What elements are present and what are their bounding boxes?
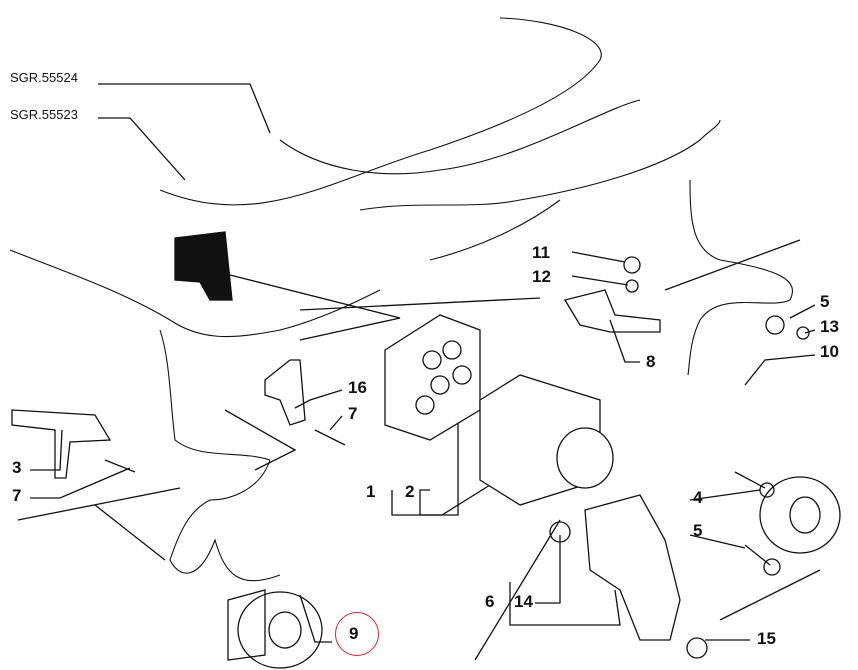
callout-11: 11 <box>532 243 550 262</box>
callout-13: 13 <box>820 317 839 336</box>
callout-9: 9 <box>349 624 359 643</box>
callout-5: 5 <box>820 292 830 311</box>
callout-12: 12 <box>532 267 551 286</box>
callout-16: 16 <box>348 378 367 397</box>
callout-8: 8 <box>646 352 656 371</box>
brackets <box>11 289 681 641</box>
callout-7: 7 <box>348 404 358 423</box>
callout-4: 4 <box>693 488 703 507</box>
highlight-circle <box>335 612 379 656</box>
reference-sgr-55524: SGR.55524 <box>10 70 78 85</box>
callout-14: 14 <box>514 592 533 611</box>
module-cover <box>174 231 233 301</box>
callout-2: 2 <box>405 482 415 501</box>
callout-6: 6 <box>485 592 495 611</box>
callout-7-left: 7 <box>12 486 22 505</box>
brake-discs <box>227 476 841 669</box>
callout-5-lower: 5 <box>693 521 703 540</box>
callout-3: 3 <box>12 458 22 477</box>
abs-control-unit <box>384 314 614 506</box>
callout-1: 1 <box>366 482 376 501</box>
reference-sgr-55523: SGR.55523 <box>10 107 78 122</box>
wiring-harness <box>9 17 793 582</box>
callout-10: 10 <box>820 342 839 361</box>
callout-15: 15 <box>757 629 776 648</box>
fasteners <box>104 256 810 659</box>
